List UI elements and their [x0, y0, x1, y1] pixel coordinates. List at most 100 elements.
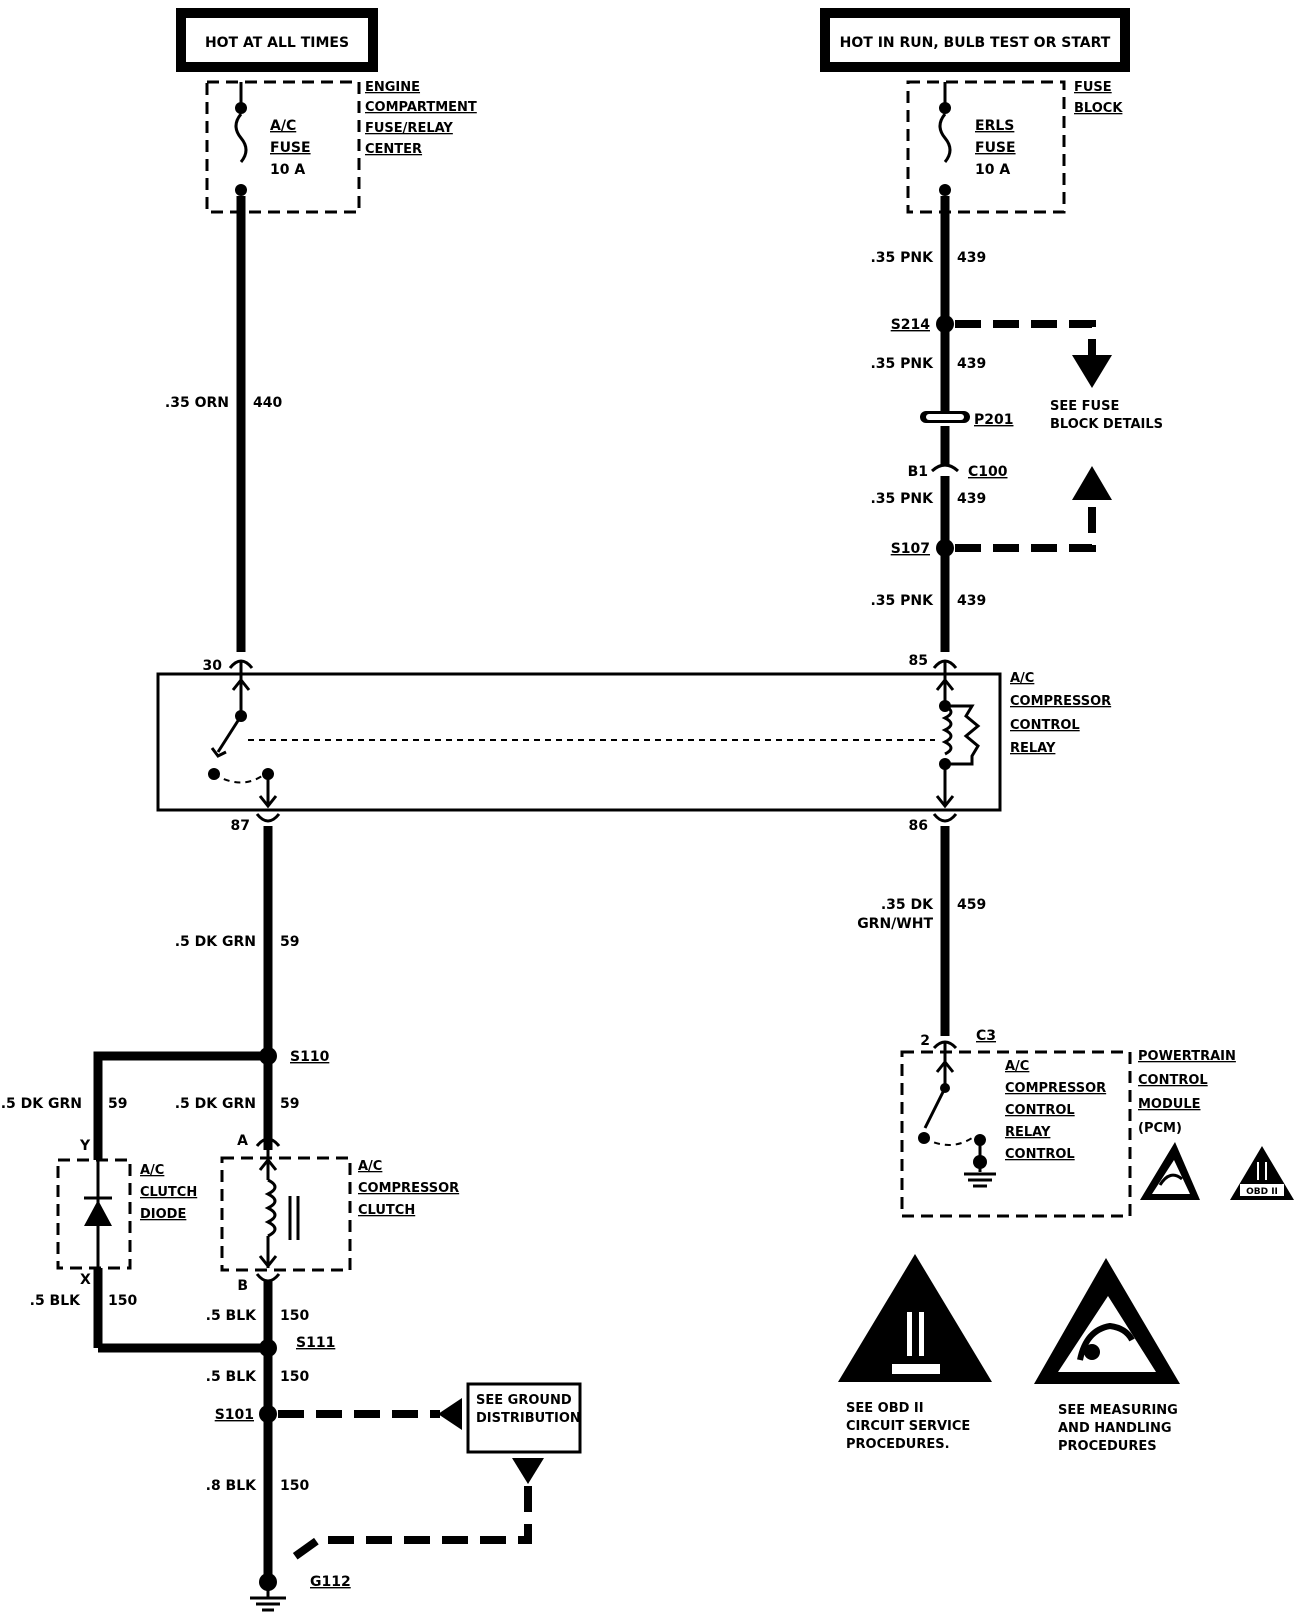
wire-59-circuit-1: 59 [280, 934, 299, 950]
pin-b-label: B [237, 1278, 248, 1294]
erls-fuse-label-1: ERLS [975, 118, 1014, 134]
wire-439-gauge-3: .35 PNK [870, 491, 934, 507]
pcm-label-1: POWERTRAIN [1138, 1049, 1236, 1064]
wire-59-circuit-3: 59 [108, 1096, 127, 1112]
wire-439-gauge-1: .35 PNK [870, 250, 934, 266]
fuse-element-icon [938, 113, 952, 163]
obd-note-2: CIRCUIT SERVICE [846, 1419, 970, 1434]
pin-30-label: 30 [203, 658, 223, 674]
header-left-text: HOT AT ALL TIMES [205, 35, 349, 51]
pin-85-label: 85 [909, 653, 928, 669]
wire-59-main: .5 DK GRN 59 .5 DK GRN 59 [175, 826, 299, 1150]
engine-fuse-center-label-2: COMPARTMENT [365, 100, 477, 115]
ac-fuse-label-3: 10 A [270, 162, 305, 178]
erls-fuse-label-2: FUSE [975, 140, 1016, 156]
pin-a-label: A [237, 1133, 248, 1149]
wire-150-circuit-4: 150 [280, 1478, 309, 1494]
fuse-block-label-1: FUSE [1074, 80, 1112, 95]
wire-440: .35 ORN 440 [165, 196, 282, 652]
splice-s110-label: S110 [290, 1049, 330, 1065]
pcm-inner-5: CONTROL [1005, 1147, 1075, 1162]
splice-s214: S214 [891, 315, 1096, 356]
wire-150-gauge-1: .5 BLK [30, 1293, 82, 1309]
arrow-down-icon [1072, 355, 1112, 388]
ac-clutch-diode: Y A/C CLUTCH DIODE X [56, 1138, 197, 1288]
pcm-inner-1: A/C [1005, 1059, 1029, 1074]
wire-59-circuit-2: 59 [280, 1096, 299, 1112]
engine-fuse-center-label-4: CENTER [365, 142, 422, 157]
wire-439-gauge-2: .35 PNK [870, 356, 934, 372]
relay-label-1: A/C [1010, 671, 1034, 686]
wire-150-gauge-4: .8 BLK [206, 1478, 258, 1494]
erls-fuse: ERLS FUSE 10 A FUSE BLOCK [906, 80, 1123, 214]
esd-large-icon [1034, 1258, 1180, 1384]
wire-150-gauge-3: .5 BLK [206, 1369, 258, 1385]
splice-s101: S101 [215, 1398, 462, 1430]
wire-439: .35 PNK 439 .35 PNK 439 .35 PNK 439 .35 … [870, 196, 986, 652]
header-left: HOT AT ALL TIMES [176, 8, 378, 72]
ac-compressor-control-relay: 30 87 85 86 A/C COMPRESSOR CONTROL RELAY [156, 653, 1111, 834]
header-right-text: HOT IN RUN, BULB TEST OR START [840, 35, 1111, 51]
pcm-label-4: (PCM) [1138, 1121, 1182, 1136]
wire-459-gauge-1: .35 DK [881, 897, 934, 913]
fuse-block-ref-1: SEE FUSE [1050, 399, 1119, 414]
pin-2-label: 2 [920, 1033, 930, 1049]
engine-fuse-center-label-1: ENGINE [365, 80, 420, 95]
relay-label-2: COMPRESSOR [1010, 694, 1111, 709]
connector-c100-label: C100 [968, 464, 1008, 480]
relay-label-3: CONTROL [1010, 718, 1080, 733]
clutch-label-1: A/C [358, 1159, 382, 1174]
ac-fuse-label-1: A/C [270, 118, 296, 134]
pcm-inner-3: CONTROL [1005, 1103, 1075, 1118]
pcm-inner-2: COMPRESSOR [1005, 1081, 1106, 1096]
wire-150-circuit-3: 150 [280, 1369, 309, 1385]
wire-439-circuit-4: 439 [957, 593, 986, 609]
pcm-label-3: MODULE [1138, 1097, 1201, 1112]
engine-fuse-center-label-3: FUSE/RELAY [365, 121, 453, 136]
wire-59-gauge-3: .5 DK GRN [1, 1096, 82, 1112]
clutch-label-2: COMPRESSOR [358, 1181, 459, 1196]
erls-fuse-label-3: 10 A [975, 162, 1010, 178]
diode-label-3: DIODE [140, 1207, 186, 1222]
connector-c3-label: C3 [976, 1028, 996, 1044]
connector-b1-label: B1 [908, 464, 928, 480]
ground-ref-2: DISTRIBUTION [476, 1411, 581, 1426]
pin-87-label: 87 [231, 818, 250, 834]
ac-fuse-label-2: FUSE [270, 140, 311, 156]
diode-label-1: A/C [140, 1163, 164, 1178]
wire-440-gauge: .35 ORN [165, 395, 229, 411]
wire-59-gauge-1: .5 DK GRN [175, 934, 256, 950]
obd-small-text: OBD II [1246, 1187, 1278, 1197]
wire-150-circuit-2: 150 [280, 1308, 309, 1324]
splice-s101-label: S101 [215, 1407, 254, 1423]
connector-c100: B1 C100 [908, 463, 1008, 480]
esd-note-3: PROCEDURES [1058, 1439, 1157, 1454]
wire-150-gauge-2: .5 BLK [206, 1308, 258, 1324]
splice-s111-label: S111 [296, 1335, 335, 1351]
ground-g112-label: G112 [310, 1574, 351, 1590]
wire-440-circuit: 440 [253, 395, 282, 411]
pin-y-label: Y [79, 1138, 91, 1154]
connector-p201: P201 [920, 411, 1013, 428]
relay-label-4: RELAY [1010, 741, 1056, 756]
pcm-label-2: CONTROL [1138, 1073, 1208, 1088]
arrow-down-icon [512, 1458, 544, 1484]
ground-ref-1: SEE GROUND [476, 1393, 572, 1408]
diode-icon [84, 1200, 112, 1226]
clutch-label-3: CLUTCH [358, 1203, 415, 1218]
splice-s111: S111 [259, 1335, 335, 1357]
arrow-left-icon [438, 1398, 462, 1430]
fuse-block-label-2: BLOCK [1074, 101, 1123, 116]
obd-large-icon [838, 1254, 992, 1382]
obd-small-icon: OBD II [1230, 1146, 1294, 1200]
header-right: HOT IN RUN, BULB TEST OR START [820, 8, 1130, 72]
relay-coil-icon [941, 704, 953, 756]
pin-x-label: X [80, 1272, 91, 1288]
fuse-block-ref-2: BLOCK DETAILS [1050, 417, 1163, 432]
splice-s107-label: S107 [891, 541, 930, 557]
esd-note-2: AND HANDLING [1058, 1421, 1172, 1436]
wire-150-circuit-1: 150 [108, 1293, 137, 1309]
diode-label-2: CLUTCH [140, 1185, 197, 1200]
connector-p201-label: P201 [974, 412, 1013, 428]
